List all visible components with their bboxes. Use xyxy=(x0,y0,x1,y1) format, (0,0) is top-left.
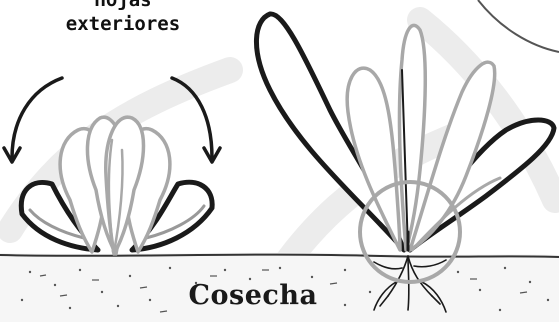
outer-leaves-label: Hojas exteriores xyxy=(58,0,188,36)
harvest-title: Cosecha xyxy=(168,280,338,311)
outer-leaves-label-line2: exteriores xyxy=(58,12,188,36)
corner-circle-outline xyxy=(478,0,559,52)
lettuce-small xyxy=(21,117,212,254)
left-curved-arrow xyxy=(12,78,62,158)
outer-leaves-label-line1: Hojas xyxy=(58,0,188,12)
